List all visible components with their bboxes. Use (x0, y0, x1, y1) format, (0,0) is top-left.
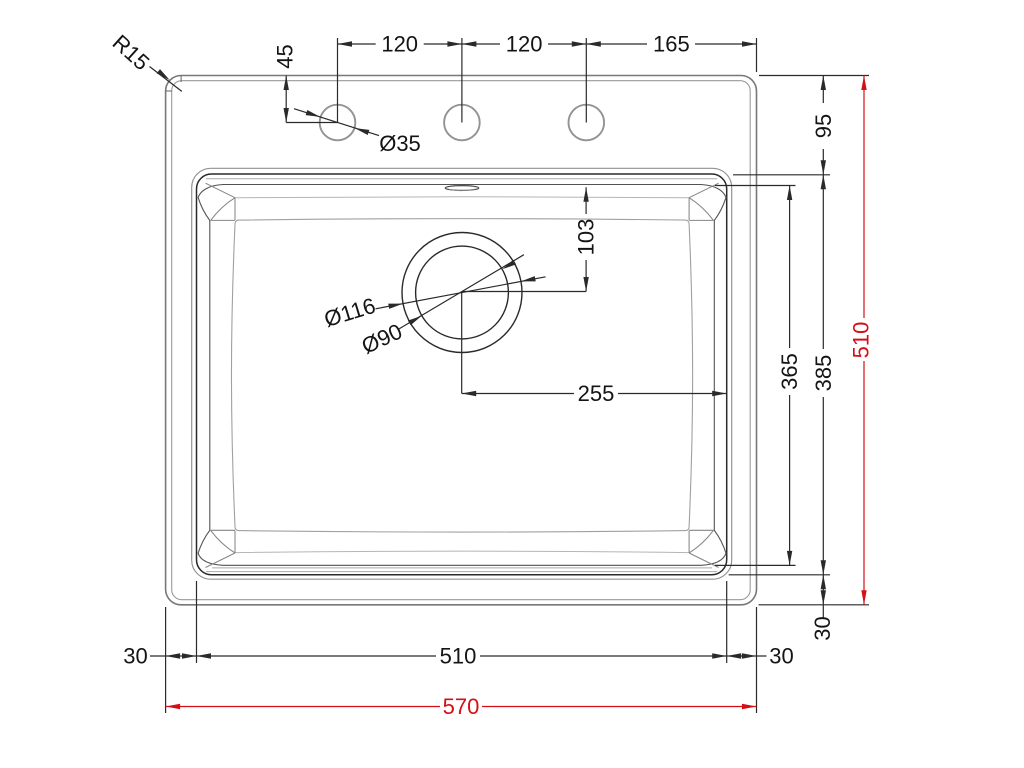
svg-text:510: 510 (440, 644, 477, 669)
svg-text:385: 385 (811, 355, 836, 392)
svg-text:510: 510 (848, 322, 873, 359)
svg-text:165: 165 (653, 32, 690, 57)
svg-text:Ø35: Ø35 (379, 131, 421, 156)
svg-text:45: 45 (273, 44, 298, 68)
svg-text:120: 120 (506, 32, 543, 57)
svg-text:120: 120 (381, 32, 418, 57)
svg-text:30: 30 (123, 644, 147, 669)
svg-text:103: 103 (574, 219, 599, 256)
svg-text:570: 570 (443, 694, 480, 719)
svg-text:365: 365 (777, 353, 802, 390)
svg-text:30: 30 (810, 616, 835, 640)
svg-text:255: 255 (578, 381, 615, 406)
svg-text:30: 30 (769, 644, 793, 669)
svg-text:95: 95 (811, 114, 836, 138)
